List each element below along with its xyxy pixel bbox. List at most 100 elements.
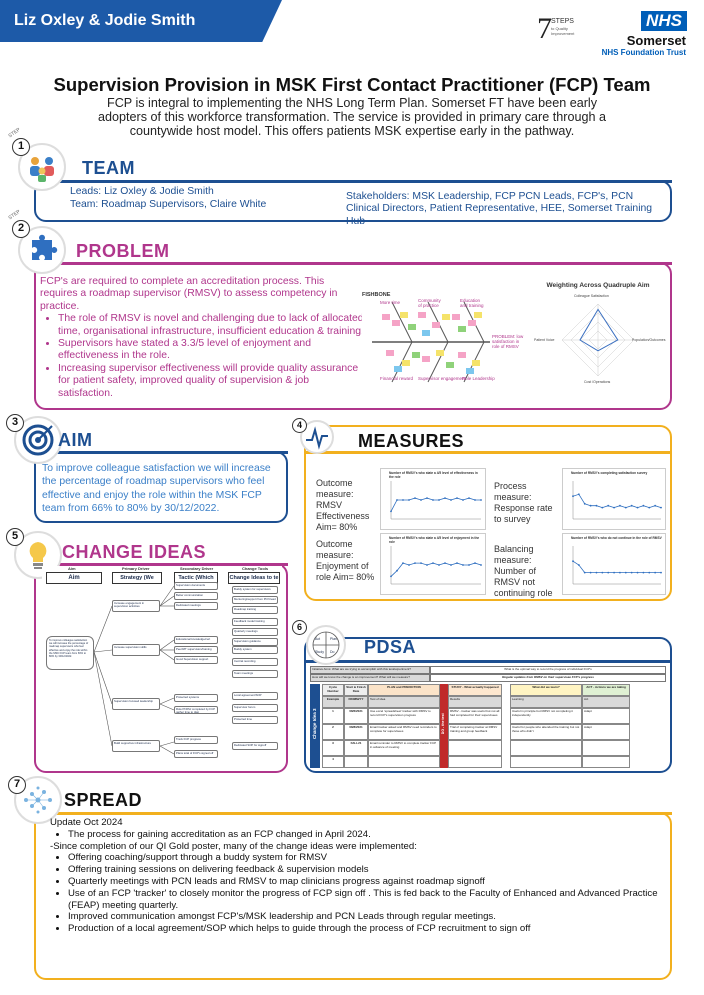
measures-step-number: 4 <box>292 418 307 433</box>
team-stakeholders: Stakeholders: MSK Leadership, FCP PCN Le… <box>346 191 653 227</box>
pdsa-cycle-label: Plan <box>330 637 338 641</box>
driver-box: Quarterly meetings <box>232 628 278 636</box>
run-chart-point <box>450 499 452 501</box>
fishbone-label: Community of practice <box>418 298 441 308</box>
radar-chart: Weighting Across Quadruple Aim Colleague… <box>530 280 666 388</box>
driver-box: Plans total of FCP's signed off <box>174 750 218 758</box>
radar-title: Weighting Across Quadruple Aim <box>546 282 650 289</box>
pdsa-cell: Cycle Number <box>322 684 344 696</box>
pdsa-aim-answer: What is the optimal way to record the pr… <box>430 666 666 674</box>
pdsa-heading: PDSA <box>364 637 417 657</box>
driver-diagram-lines <box>93 585 175 755</box>
driver-box: Increase supervision skills <box>112 644 160 656</box>
pdsa-cell: Start & Finish Date <box>344 684 368 696</box>
run-chart-point <box>438 499 440 501</box>
fishbone-label: Supervisor engagement <box>418 376 466 381</box>
pdsa-cell: Example <box>322 696 344 708</box>
pdsa-cell: STUDY - What actually happened <box>448 684 502 696</box>
run-chart-point <box>648 571 651 574</box>
lightbulb-icon <box>29 542 47 569</box>
nhs-logo: NHS <box>641 11 687 31</box>
spread-bullet: Use of an FCP 'tracker' to closely monit… <box>68 888 660 912</box>
pdsa-cell: 2 <box>322 724 344 740</box>
run-chart-point <box>402 562 404 564</box>
team-leads: Leads: Liz Oxley & Jodie Smith <box>70 186 214 197</box>
run-chart-point <box>462 564 464 566</box>
run-chart-point <box>444 497 446 499</box>
spread-title-bar <box>34 812 672 815</box>
driver-box: Increase engagement in supervision activ… <box>112 600 160 612</box>
fishbone-label: Education and training <box>460 298 484 308</box>
pdsa-cell <box>368 756 440 768</box>
problem-heading: PROBLEM <box>76 241 170 261</box>
measure-chart-title: Number of RMSV's who state a 4/5 level o… <box>389 536 480 544</box>
driver-box: Supervisor forum <box>232 704 278 712</box>
measure-label: Process measure: Response rate to survey <box>494 481 553 524</box>
poster-subtitle: FCP is integral to implementing the NHS … <box>98 96 606 139</box>
run-chart-point <box>660 506 662 509</box>
org-name: Somerset <box>626 33 686 48</box>
run-chart-point <box>619 571 621 574</box>
run-chart-plot <box>572 481 662 520</box>
radar-axis-label: Colleague Satisfaction <box>574 294 609 298</box>
run-chart-point <box>402 499 404 501</box>
run-chart-point <box>420 562 422 564</box>
run-chart-point <box>468 497 470 499</box>
steps-logo-number: 7 <box>537 12 552 45</box>
aim-title-bar <box>34 451 288 454</box>
team-people-icon <box>30 157 54 182</box>
run-chart-point <box>468 564 470 566</box>
run-chart-point <box>654 571 657 574</box>
spread-step-circle <box>14 776 62 824</box>
driver-bar-strategy: Strategy (We Need to <box>112 572 162 584</box>
radar-axis-label: Population/Outcomes <box>632 338 666 342</box>
puzzle-icon <box>32 234 58 260</box>
driver-box: Mentoring/support from PCN lead <box>232 596 278 604</box>
run-chart-point <box>648 506 651 509</box>
driver-box: Educational knowledge/cert <box>174 636 218 644</box>
team-members: Team: Roadmap Supervisors, Claire White <box>70 199 267 210</box>
run-chart-point <box>426 497 428 499</box>
driver-box: Supervision documents <box>174 582 218 590</box>
driver-box: Buddy system for supervisors <box>232 586 278 594</box>
pdsa-cycle-label: Study <box>315 650 324 654</box>
measure-chart-response-rate: Number of RMSV's completing satisfaction… <box>562 468 666 530</box>
pdsa-table: Initiative Aims: What are we trying to a… <box>310 666 666 768</box>
problem-intro: FCP's are required to complete an accred… <box>40 276 338 312</box>
fishbone-head: PROBLEM: low satisfaction in role of RMS… <box>492 334 524 349</box>
run-chart-point <box>572 560 574 563</box>
problem-bullets: The role of RMSV is novel and challengin… <box>40 313 364 400</box>
driver-box: Good Supervision support <box>174 656 218 664</box>
pulse-chart-icon <box>306 426 328 450</box>
pdsa-cell: Act <box>582 696 630 708</box>
driver-box: Better communication <box>174 592 218 600</box>
measure-label: Outcome measure: Enjoyment of role Aim= … <box>316 539 375 582</box>
spread-bullet: The process for gaining accreditation as… <box>68 829 660 841</box>
pdsa-cell: Use excel 'spreadsheet' tracker with RMS… <box>368 708 440 724</box>
spread-bullet: Offering coaching/support through a budd… <box>68 852 660 864</box>
driver-box: Roadmap training <box>232 606 278 614</box>
measure-chart-balancing: Number of RMSV's who do not continue in … <box>562 533 666 595</box>
network-icon <box>24 786 52 814</box>
authors-banner: Liz Oxley & Jodie Smith <box>0 0 282 42</box>
pdsa-title-bar <box>304 660 672 663</box>
pdsa-cell: Learning <box>510 696 582 708</box>
driver-diagram: Aim Primary Driver Secondary Driver Chan… <box>42 566 282 766</box>
pdsa-cell <box>448 756 502 768</box>
target-icon <box>22 424 54 456</box>
change-title-bar <box>34 563 288 566</box>
problem-text: FCP's are required to complete an accred… <box>40 276 364 400</box>
pdsa-measure-answer: Regular updates from RMSV on their super… <box>430 674 666 682</box>
pdsa-cycle-icon <box>312 631 340 659</box>
run-chart-point <box>607 571 610 574</box>
driver-header: Secondary Driver <box>180 566 214 571</box>
pdsa-cell <box>510 756 582 768</box>
aim-text: To improve colleague satisfaction we wil… <box>42 463 271 515</box>
driver-box: Protected time <box>232 716 278 724</box>
radar-axis-label: Patient Voice <box>534 338 555 342</box>
poster-title: Supervision Provision in MSK First Conta… <box>53 74 651 95</box>
pdsa-cell: DD/MM/YY <box>344 696 368 708</box>
spread-bullet: Production of a local agreement/SOP whic… <box>68 923 660 935</box>
change-heading: CHANGE IDEAS <box>62 542 207 562</box>
pdsa-do-label: DO - the test <box>440 684 448 768</box>
